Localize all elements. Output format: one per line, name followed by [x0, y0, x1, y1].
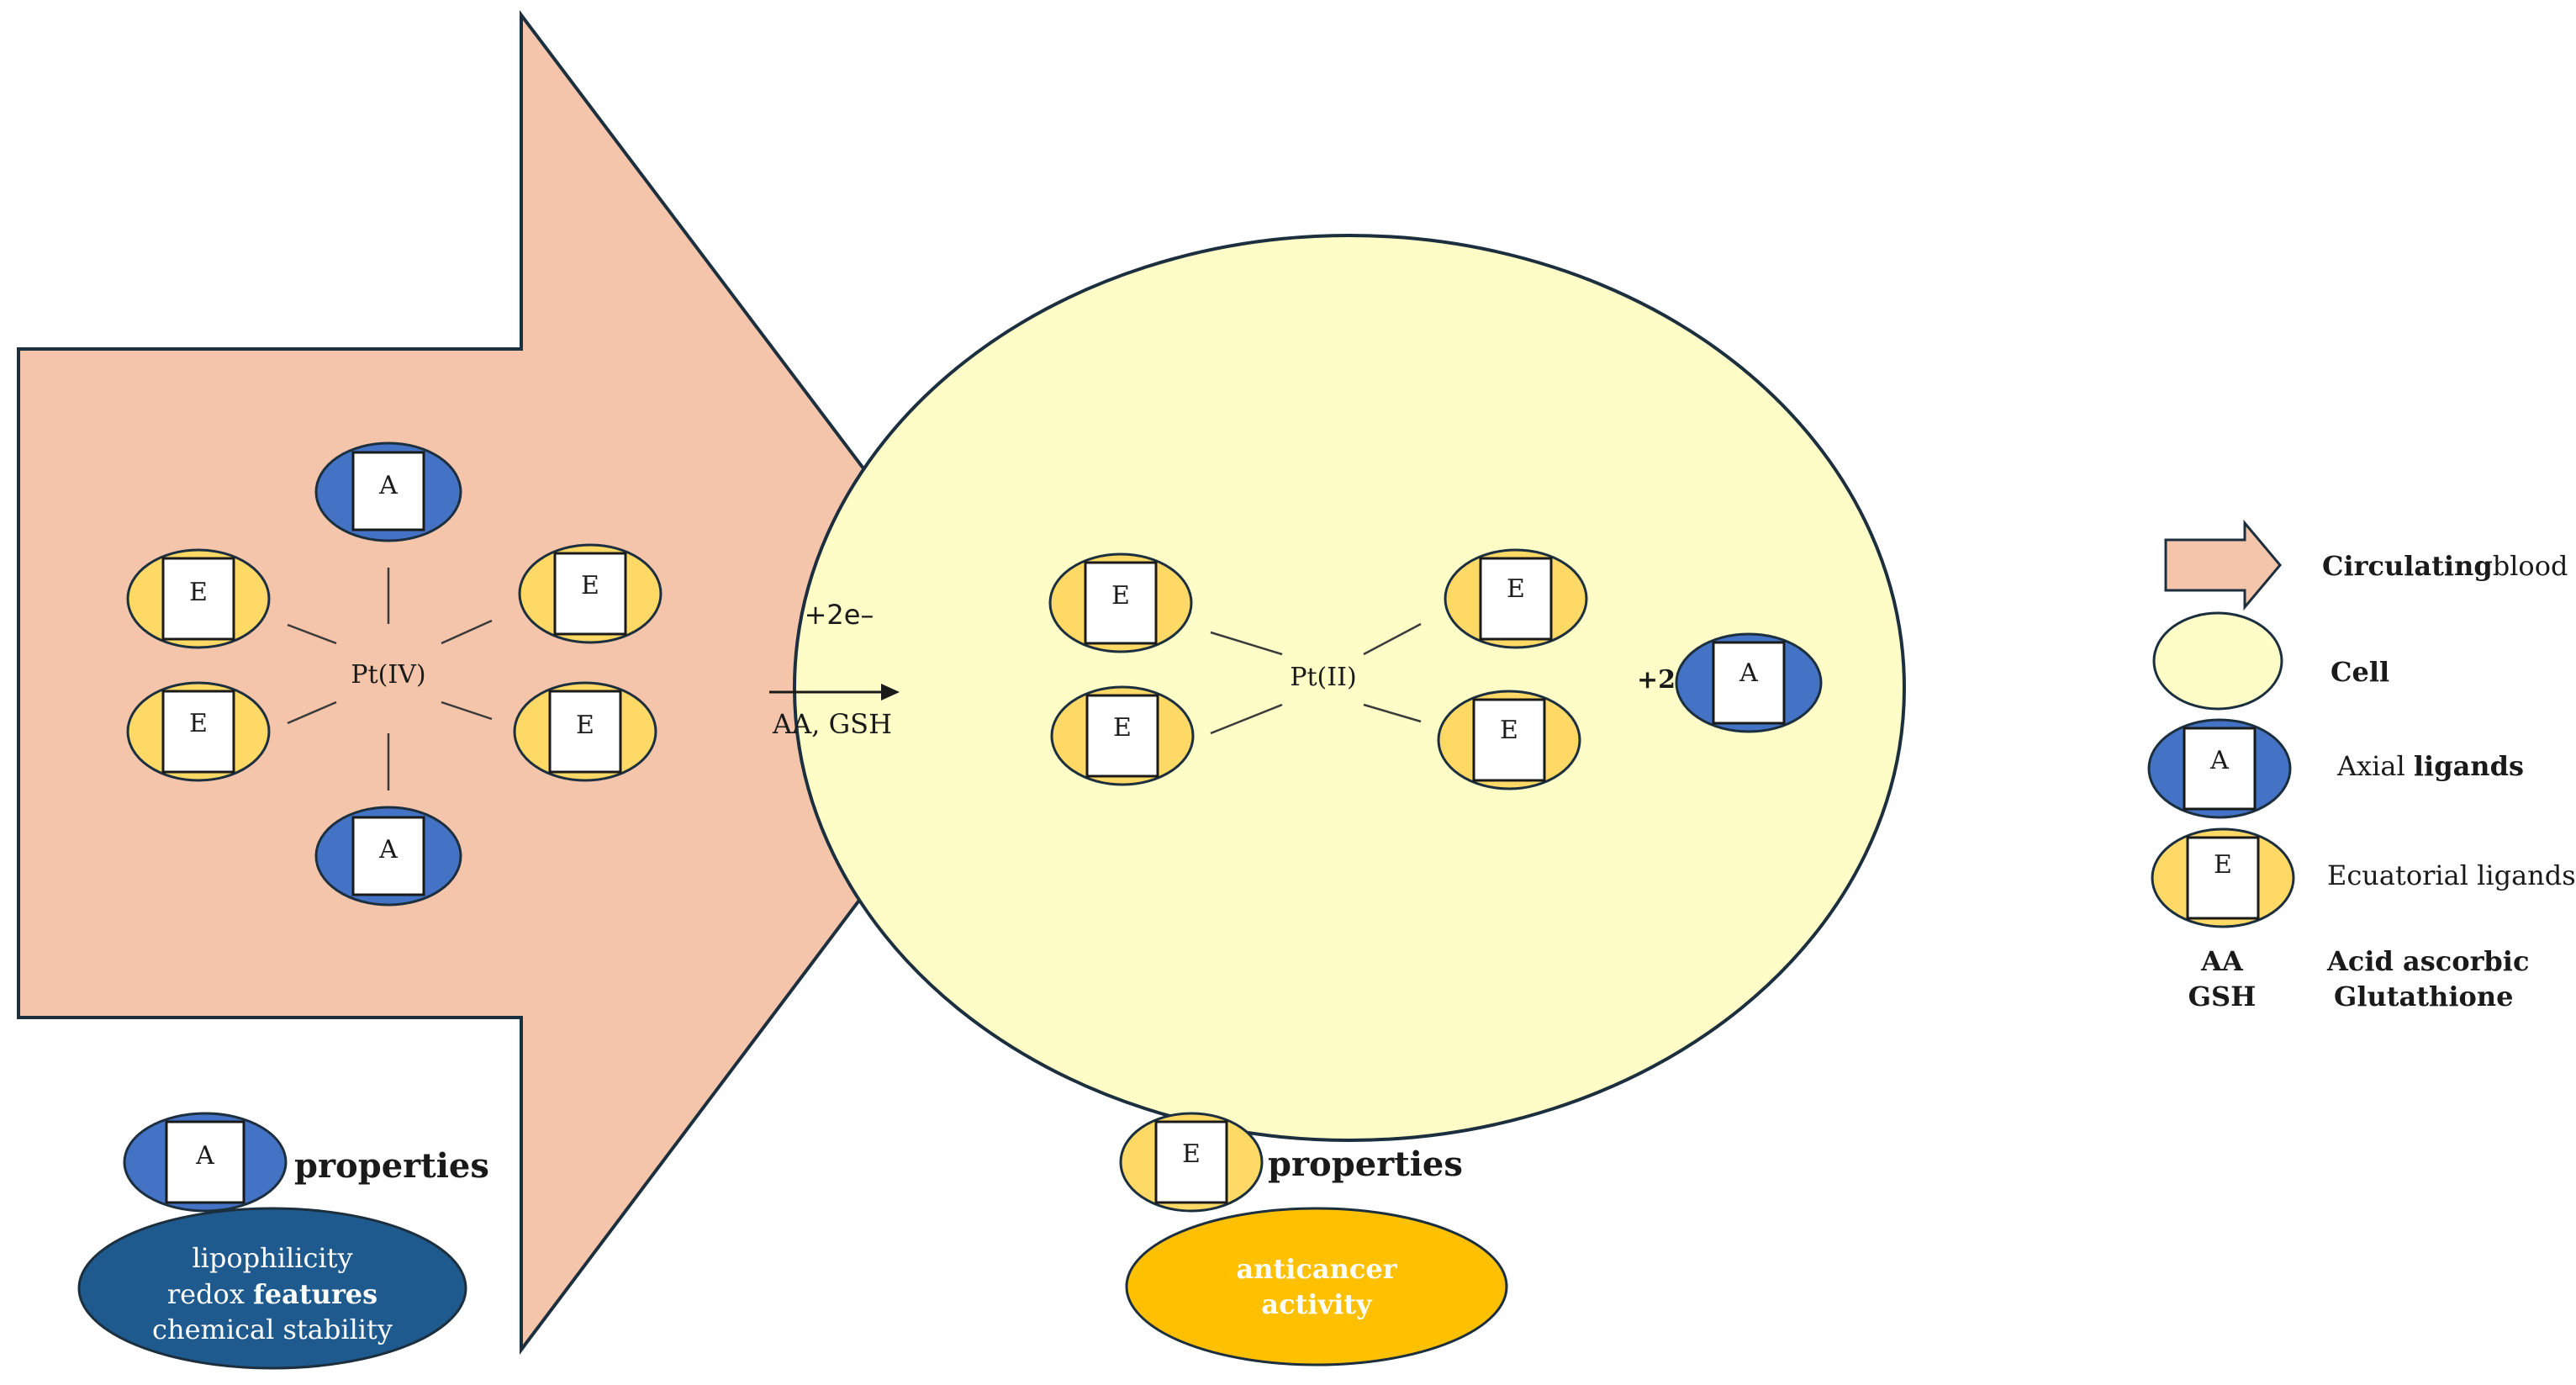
legend-blood-plain: blood — [2493, 550, 2568, 582]
bond — [441, 700, 493, 721]
released-axial-ligands: +2 A — [1637, 632, 1823, 733]
equatorial-properties-box — [1125, 1207, 1508, 1366]
equatorial-ligand: E — [1050, 685, 1195, 786]
electrons-label: +2e– — [805, 599, 874, 631]
legend-axial-bold: ligands — [2414, 750, 2524, 782]
bond — [1210, 703, 1283, 735]
pt4-complex: Pt(IV) A A E E E — [126, 441, 662, 907]
bond — [441, 619, 493, 645]
ligand-letter: E — [1113, 713, 1132, 743]
cell-ellipse — [793, 234, 1906, 1142]
property-anticancer: anticancer — [1236, 1253, 1397, 1285]
legend-aa-full: Acid ascorbic — [2326, 945, 2529, 977]
bond — [287, 623, 337, 645]
equatorial-ligand: E — [1437, 690, 1581, 790]
property-redox-plain: redox — [167, 1278, 245, 1310]
axial-ligand: A — [314, 806, 462, 907]
released-count: +2 — [1637, 665, 1676, 695]
ligand-letter: A — [195, 1141, 214, 1171]
property-redox: redox features — [167, 1278, 377, 1310]
legend-gsh-full: Glutathione — [2334, 981, 2513, 1012]
ligand-letter: E — [1182, 1139, 1201, 1169]
ligand-letter: E — [2214, 850, 2232, 880]
property-redox-bold: features — [253, 1278, 377, 1310]
property-lipophilicity: lipophilicity — [192, 1242, 352, 1274]
legend-blood-bold: Circulating — [2322, 550, 2493, 582]
ligand-letter: A — [2209, 746, 2229, 775]
equatorial-ligand: E — [518, 543, 662, 644]
ligand-letter: E — [1111, 581, 1130, 611]
legend: Circulatingblood Cell A Axial ligands E … — [2147, 519, 2576, 1012]
equatorial-properties: E properties anticancer activity — [1119, 1112, 1508, 1366]
ligand-letter: A — [1739, 658, 1758, 688]
legend-aa-abbr: AA — [2200, 945, 2244, 977]
pt2-label: Pt(II) — [1290, 663, 1356, 692]
legend-axial-label: Axial ligands — [2336, 750, 2524, 782]
property-activity: activity — [1261, 1288, 1373, 1320]
bond — [1363, 703, 1422, 723]
axial-properties: A properties lipophilicity redox feature… — [77, 1112, 489, 1370]
equatorial-ligand: E — [1048, 552, 1193, 653]
bond — [1363, 622, 1422, 656]
ligand-letter: E — [189, 709, 208, 738]
bond — [287, 700, 337, 725]
axial-properties-box — [77, 1207, 467, 1370]
legend-equatorial-label: Ecuatorial ligands — [2327, 859, 2576, 891]
ligand-letter: A — [378, 835, 398, 864]
legend-blood-label: Circulatingblood — [2322, 550, 2568, 582]
ligand-letter: E — [1500, 716, 1518, 745]
legend-axial-icon: A — [2147, 718, 2292, 819]
bond — [1210, 631, 1283, 656]
axial-properties-title: properties — [294, 1146, 489, 1186]
reduction-step: +2e– AA, GSH — [769, 599, 900, 740]
legend-cell-icon — [2152, 611, 2283, 711]
pt4-label: Pt(IV) — [351, 660, 425, 690]
pt2-complex: Pt(II) E E E E — [1048, 548, 1588, 790]
property-chemical-stability: chemical stability — [152, 1314, 393, 1345]
legend-gsh-abbr: GSH — [2188, 981, 2257, 1012]
reduction-arrowhead — [881, 684, 900, 700]
equatorial-ligand: E — [126, 548, 271, 649]
ligand-letter: E — [576, 711, 594, 740]
equatorial-properties-title: properties — [1268, 1144, 1463, 1184]
legend-axial-plain: Axial — [2336, 750, 2405, 782]
equatorial-ligand: E — [513, 681, 657, 782]
ligand-letter: E — [189, 578, 208, 607]
ligand-letter: A — [378, 471, 398, 500]
equatorial-ligand: E — [126, 681, 271, 782]
ligand-letter: E — [581, 571, 599, 600]
legend-cell-label: Cell — [2331, 656, 2389, 688]
ligand-letter: E — [1507, 574, 1525, 604]
legend-equatorial-icon: E — [2151, 827, 2295, 928]
reductants-label: AA, GSH — [772, 708, 892, 740]
equatorial-ligand: E — [1444, 548, 1588, 649]
blood-arrow — [17, 10, 1027, 1355]
legend-blood-arrow-icon — [2164, 519, 2282, 611]
axial-ligand: A — [314, 441, 462, 542]
